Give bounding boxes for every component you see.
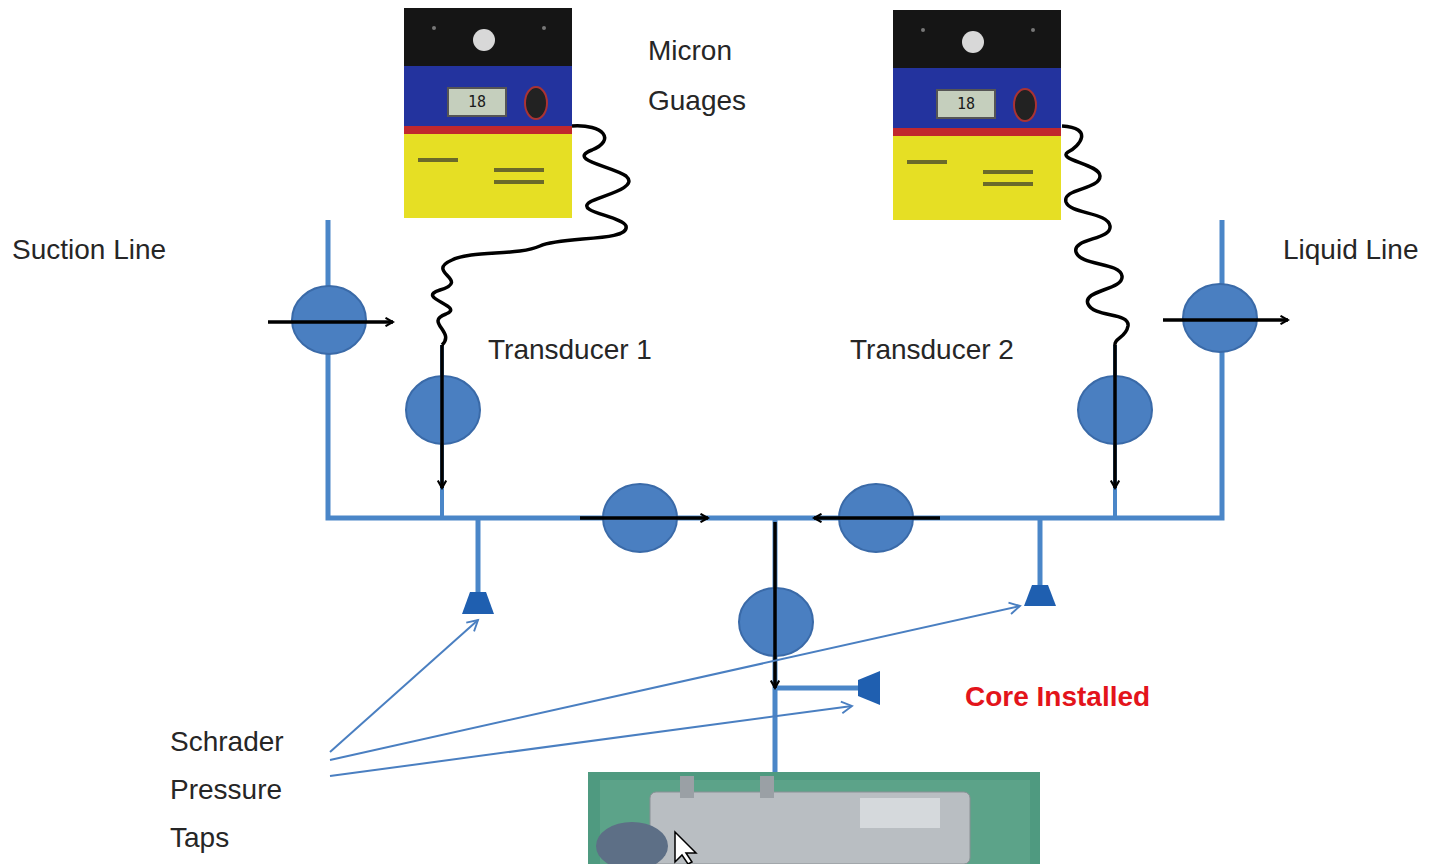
mouse-cursor [675,832,696,864]
pump-knob [760,776,774,798]
part-label: Suction Line [12,233,166,267]
gauge-stripe [404,126,572,134]
flow-arrow [268,320,393,324]
manifold-pipe [328,220,1222,518]
part-label: Transducer 2 [850,333,1014,367]
schrader-cap [1024,585,1056,606]
part-label: Liquid Line [1283,233,1418,267]
leader-line [330,706,852,776]
micron-gauge-picture [893,10,1061,220]
part-label: Schrader Pressure Taps [170,718,310,862]
gauge-print [418,158,458,162]
gauge-button [1014,89,1036,121]
gauge-print [983,170,1033,174]
leader-line [330,606,1020,760]
flow-arrow [814,516,940,520]
gauge-hole [962,31,984,53]
transducer-pipe [440,345,444,518]
gauge-frame [893,10,1061,220]
flow-arrows [268,320,1288,688]
gauge-print [494,180,544,184]
flow-arrow [1113,345,1117,488]
tap-pipe [775,686,858,691]
flow-arrow [440,345,444,488]
gauge-hole [473,29,495,51]
gauge-screw [542,26,546,30]
micron-gauge: 18 [404,8,572,218]
gauge-screw [432,26,436,30]
schrader-cap [858,671,880,705]
valve [1183,284,1257,352]
tap-pipe [1038,518,1043,585]
gauge-print [983,182,1033,186]
gauge-lcd [937,90,995,118]
tap-pipe [476,518,481,592]
micron-gauge-picture [404,8,572,218]
gauge-reading: 18 [939,92,993,116]
pump-photo [588,772,1040,864]
gauge-print [494,168,544,172]
gauge-print [907,160,947,164]
flow-arrow [773,522,777,688]
gauge-screw [921,28,925,32]
valve [292,286,366,354]
gauge-screw [1031,28,1035,32]
transducer-pipe [1113,345,1117,518]
center-pipe [773,518,778,775]
flow-arrow [1163,318,1288,322]
part-label: Transducer 1 [488,333,652,367]
gauge-cable [1062,126,1128,345]
gauge-band [893,68,1061,134]
pump-motor [596,822,668,864]
note-label: Core Installed [965,680,1150,714]
gauge-button [525,87,547,119]
gauge-band [404,66,572,132]
gauge-frame [404,8,572,218]
flow-arrow [580,516,708,520]
gauge-stripe [893,128,1061,136]
part-label: Micron Guages [648,26,778,126]
pump-body [650,792,970,864]
micron-gauge: 18 [893,10,1061,220]
pump-knob [680,776,694,798]
gauge-face [404,134,572,218]
gauge-reading: 18 [450,90,504,114]
gauge-lcd [448,88,506,116]
leader-lines [330,606,1020,776]
pump-panel [860,798,940,828]
schrader-cap [462,592,494,614]
gauge-face [893,136,1061,220]
